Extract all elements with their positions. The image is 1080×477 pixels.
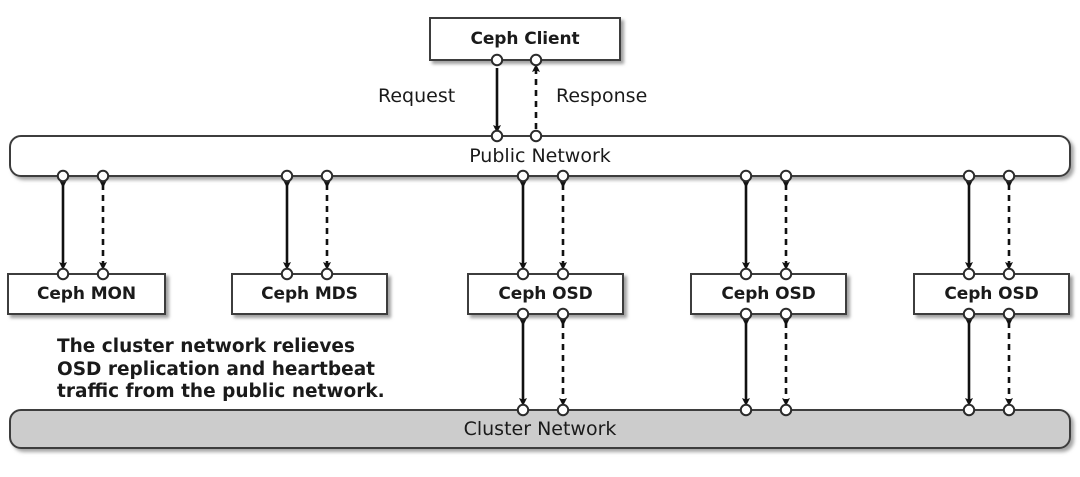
port-osd2-bottom-left (739, 307, 753, 321)
port-cluster-top-osd2-right (779, 403, 793, 417)
port-osd1-top-right (556, 267, 570, 281)
node-cluster-network (9, 409, 1071, 449)
port-osd3-bottom-right (1002, 307, 1016, 321)
port-cluster-top-osd1-left (516, 403, 530, 417)
port-public-top-right (529, 129, 543, 143)
node-mds (231, 273, 388, 315)
port-public-bottom-osd2-right (779, 169, 793, 183)
node-osd1 (467, 273, 624, 315)
port-osd1-bottom-right (556, 307, 570, 321)
port-osd2-bottom-right (779, 307, 793, 321)
port-mds-top-left (280, 267, 294, 281)
edges-layer (59, 64, 1013, 406)
port-public-bottom-osd2-left (739, 169, 753, 183)
port-mon-top-right (96, 267, 110, 281)
port-mds-top-right (320, 267, 334, 281)
port-client-bottom-left (490, 53, 504, 67)
port-public-bottom-osd3-left (962, 169, 976, 183)
port-public-bottom-mds-right (320, 169, 334, 183)
port-public-bottom-osd3-right (1002, 169, 1016, 183)
node-ceph-client (429, 17, 621, 61)
port-osd3-top-left (962, 267, 976, 281)
port-public-bottom-osd1-left (516, 169, 530, 183)
port-mon-top-left (56, 267, 70, 281)
port-cluster-top-osd3-right (1002, 403, 1016, 417)
node-osd2 (690, 273, 847, 315)
port-public-bottom-mon-right (96, 169, 110, 183)
nodes-layer (7, 17, 1071, 449)
port-osd1-top-left (516, 267, 530, 281)
port-public-bottom-osd1-right (556, 169, 570, 183)
port-osd3-bottom-left (962, 307, 976, 321)
port-osd2-top-right (779, 267, 793, 281)
port-public-bottom-mon-left (56, 169, 70, 183)
port-osd2-top-left (739, 267, 753, 281)
ports-layer (56, 53, 1016, 417)
cluster-network-caption: The cluster network relieves OSD replica… (57, 336, 385, 403)
node-osd3 (913, 273, 1070, 315)
port-osd1-bottom-left (516, 307, 530, 321)
port-cluster-top-osd3-left (962, 403, 976, 417)
port-public-top-left (490, 129, 504, 143)
node-public-network (9, 135, 1071, 177)
port-public-bottom-mds-left (280, 169, 294, 183)
port-osd3-top-right (1002, 267, 1016, 281)
port-cluster-top-osd2-left (739, 403, 753, 417)
port-client-bottom-right (529, 53, 543, 67)
node-mon (7, 273, 166, 315)
port-cluster-top-osd1-right (556, 403, 570, 417)
